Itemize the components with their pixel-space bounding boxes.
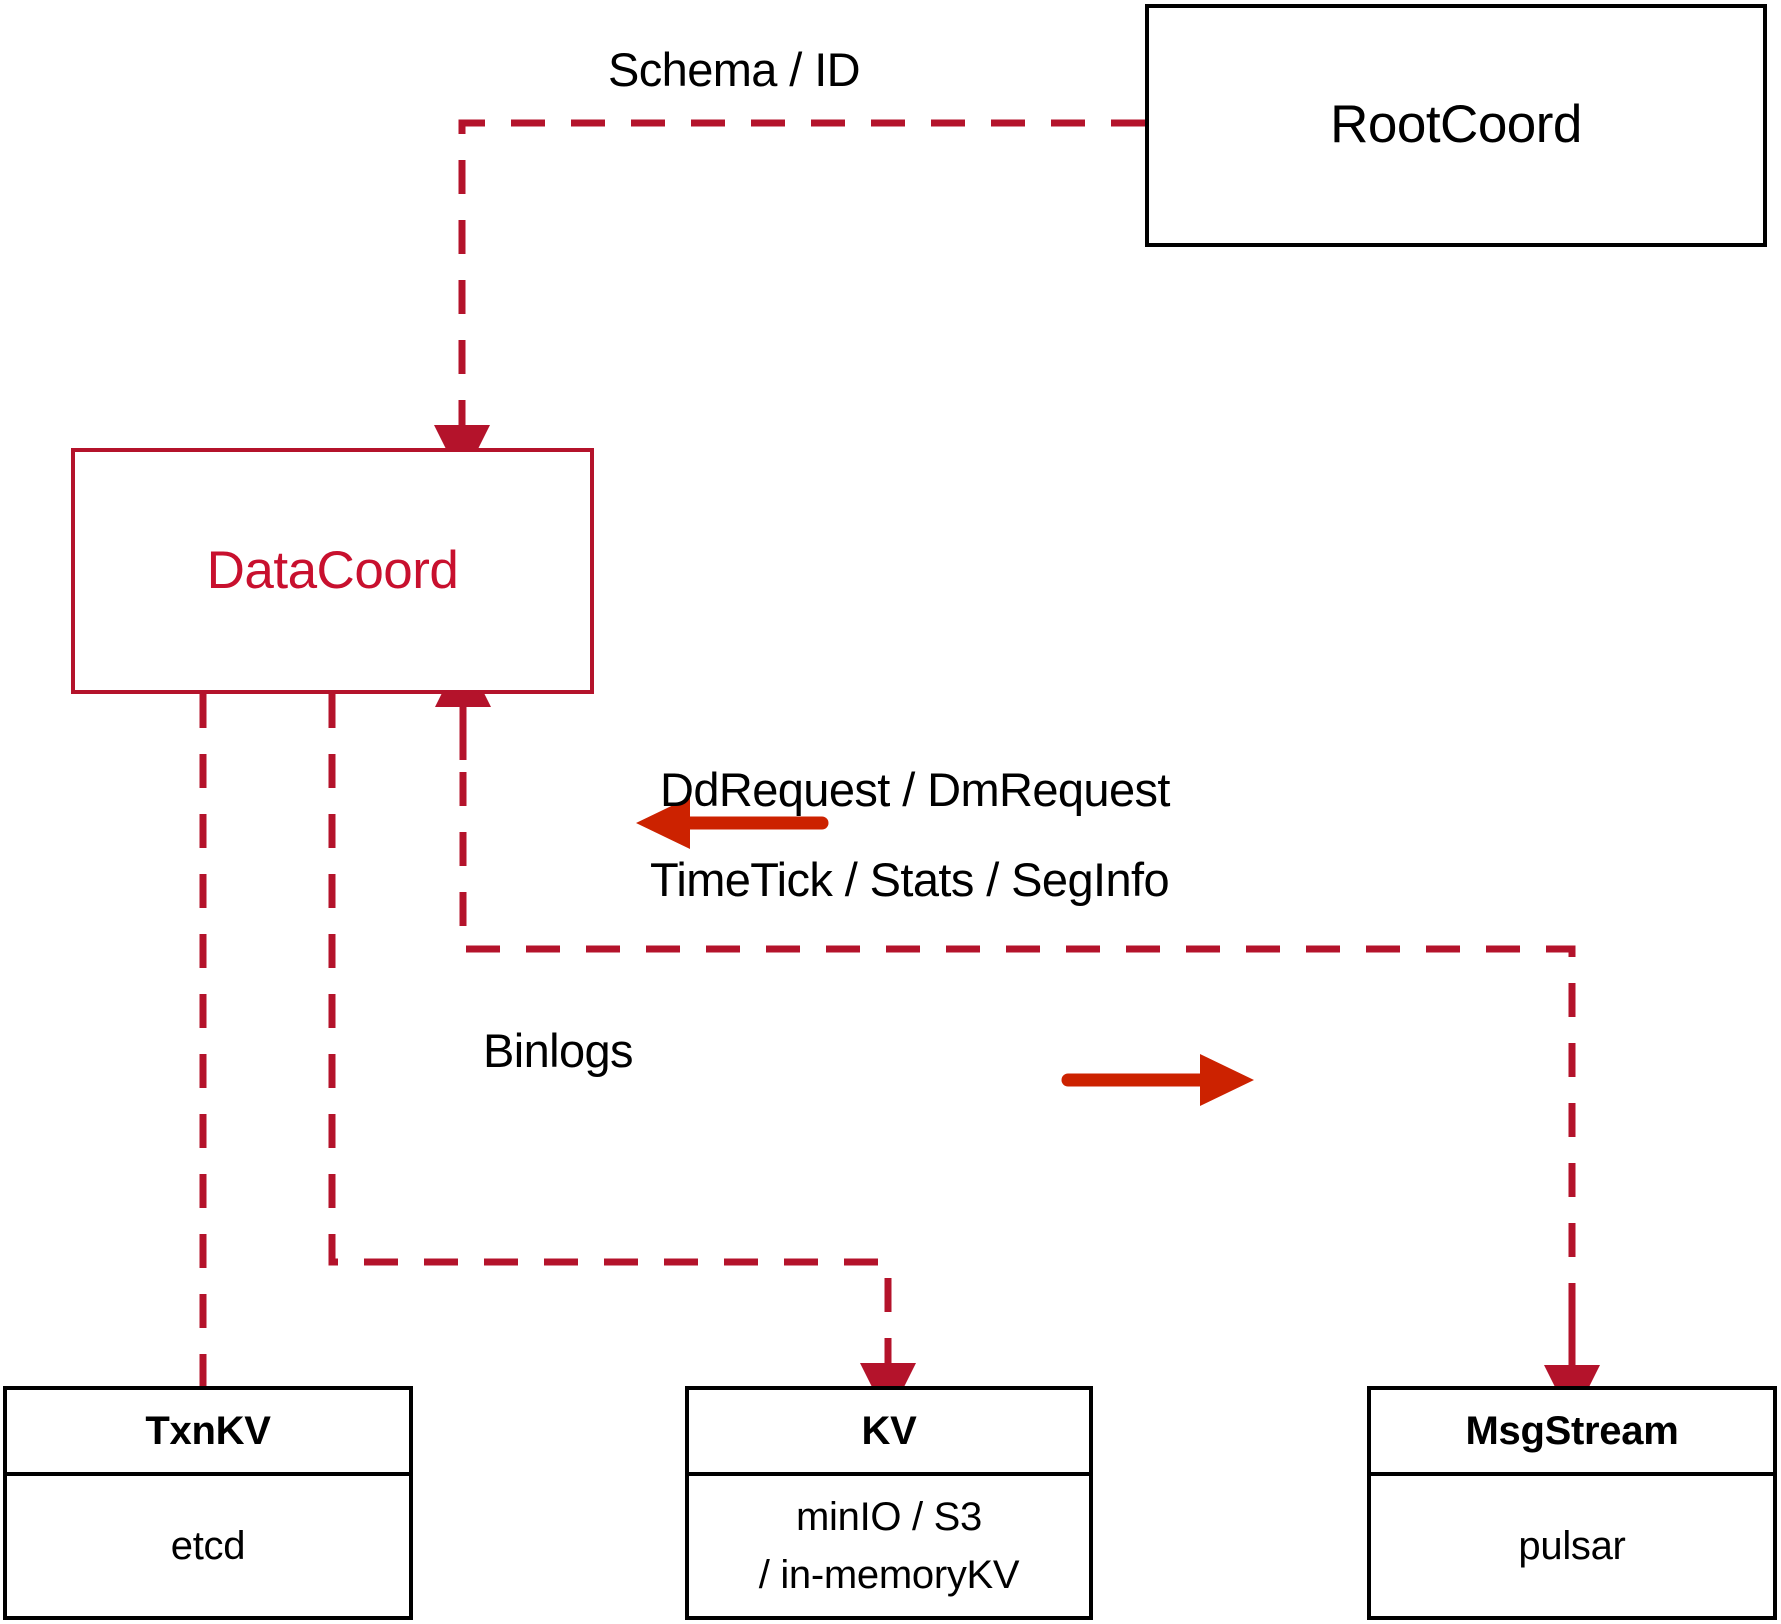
node-txnkv[interactable]: TxnKV etcd [3,1386,413,1620]
node-txnkv-body: etcd [7,1476,409,1616]
edge-msgstream-datacoord [435,651,1600,1421]
node-kv[interactable]: KV minIO / S3 / in-memoryKV [685,1386,1093,1620]
node-datacoord-label: DataCoord [206,540,459,600]
node-kv-body-line-1: minIO / S3 [796,1495,982,1539]
node-kv-title: KV [689,1390,1089,1476]
node-msgstream-title: MsgStream [1371,1390,1773,1476]
edge-label-timetick-stats-seginfo: TimeTick / Stats / SegInfo [650,853,1170,906]
node-rootcoord[interactable]: RootCoord [1145,4,1767,247]
arrow-consume-left [636,797,829,849]
node-msgstream[interactable]: MsgStream pulsar [1367,1386,1777,1620]
node-txnkv-body-line-1: etcd [170,1524,246,1568]
arrow-produce-right [1061,1054,1254,1106]
node-txnkv-title: TxnKV [7,1390,409,1476]
edge-label-binlogs: Binlogs [483,1024,634,1077]
edge-schema-id [434,119,1145,481]
node-kv-body: minIO / S3 / in-memoryKV [689,1476,1089,1616]
edge-label-dd-dm-request: DdRequest / DmRequest [660,763,1170,816]
node-rootcoord-label: RootCoord [1330,95,1582,155]
edge-label-schema-id: Schema / ID [608,43,861,96]
node-datacoord[interactable]: DataCoord [71,448,594,694]
edge-binlogs [328,694,916,1419]
node-msgstream-body-line-1: pulsar [1518,1524,1626,1568]
node-kv-body-line-2: / in-memoryKV [758,1553,1020,1597]
node-msgstream-body: pulsar [1371,1476,1773,1616]
